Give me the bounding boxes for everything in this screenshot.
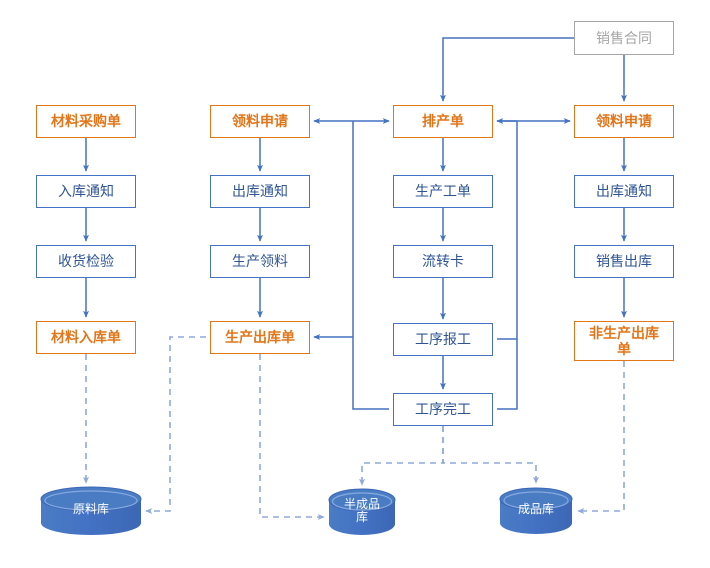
edge-shengchanchukudan-to-yuanliaoku [145, 336, 206, 514]
node-process-completion[interactable]: 工序完工 [393, 393, 493, 426]
node-outbound-notice-sales[interactable]: 出库通知 [574, 175, 674, 208]
node-picking-request-sales[interactable]: 领料申请 [574, 105, 674, 138]
node-material-purchase-order[interactable]: 材料采购单 [36, 105, 136, 138]
node-picking-request[interactable]: 领料申请 [210, 105, 310, 138]
database-raw-material-label: 原料库 [72, 502, 109, 516]
solid-edges [83, 37, 627, 410]
edge-xiaoshouhetong-to-paichandan [440, 37, 574, 102]
node-receiving-inspection[interactable]: 收货检验 [36, 245, 136, 278]
edge-branch-vertical-left [352, 121, 389, 410]
node-production-work-order[interactable]: 生产工单 [393, 175, 493, 208]
node-material-inbound-order[interactable]: 材料入库单 [36, 321, 136, 354]
edge-branch-vertical-right [497, 121, 518, 410]
node-process-reporting[interactable]: 工序报工 [393, 323, 493, 356]
edge-gongxuwangong-to-banchengpinku [359, 426, 444, 486]
node-sales-contract[interactable]: 销售合同 [574, 21, 674, 55]
node-production-outbound-order[interactable]: 生产出库单 [210, 321, 310, 354]
node-routing-card[interactable]: 流转卡 [393, 245, 493, 278]
edge-gongxuwangong-to-chengpinku [442, 426, 539, 484]
database-finished-goods[interactable]: 成品库 [500, 487, 572, 535]
database-semi-finished[interactable]: 半成品 库 [329, 489, 395, 536]
database-raw-material[interactable]: 原料库 [41, 487, 141, 535]
node-sales-outbound[interactable]: 销售出库 [574, 245, 674, 278]
edge-shengchanchukudan-to-banchengpinku [259, 354, 325, 520]
node-production-picking[interactable]: 生产领料 [210, 245, 310, 278]
node-production-schedule[interactable]: 排产单 [393, 105, 493, 138]
database-finished-goods-label: 成品库 [517, 502, 554, 516]
database-semi-finished-label: 半成品 库 [343, 497, 380, 525]
node-outbound-notice[interactable]: 出库通知 [210, 175, 310, 208]
node-non-production-outbound-order[interactable]: 非生产出库 单 [574, 321, 674, 361]
node-inbound-notice[interactable]: 入库通知 [36, 175, 136, 208]
edge-feishengchanchukudan-to-chengpinku [577, 361, 625, 514]
